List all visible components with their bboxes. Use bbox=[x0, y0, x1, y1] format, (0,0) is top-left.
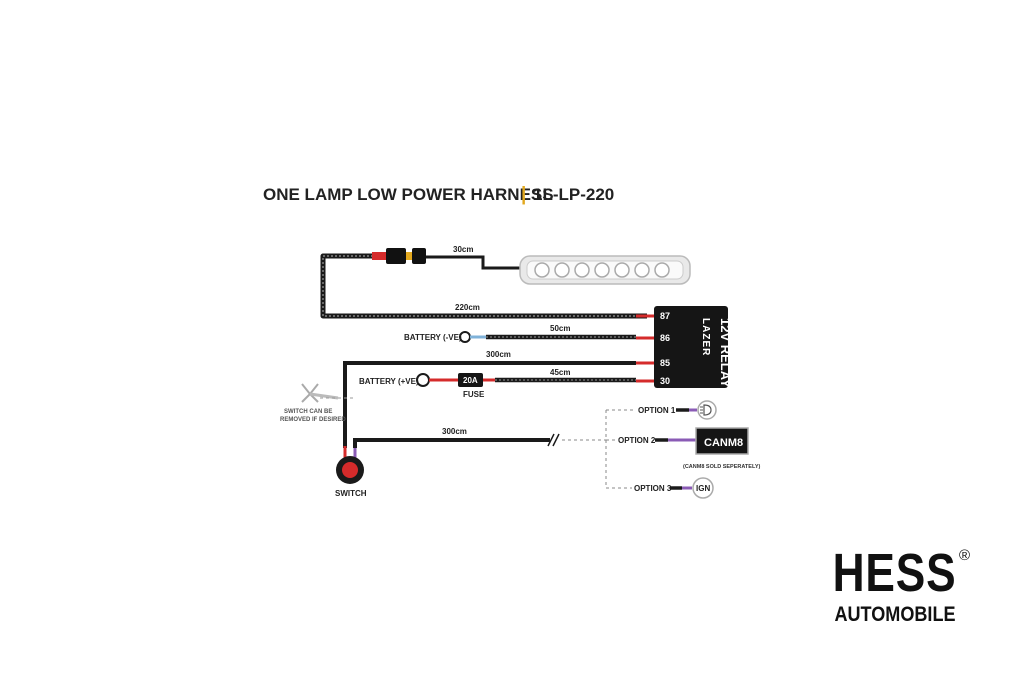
relay-brand: LAZER bbox=[700, 318, 711, 356]
title-separator: | bbox=[521, 184, 526, 205]
ignition-text: IGN bbox=[696, 484, 710, 493]
switch-trigger-wire bbox=[353, 433, 606, 448]
registered-mark: ® bbox=[958, 547, 970, 564]
relay-pin-85: 85 bbox=[660, 358, 670, 368]
switch-label: SWITCH bbox=[335, 489, 367, 498]
ignition-icon: IGN bbox=[692, 477, 714, 499]
cut-connector-icon bbox=[301, 383, 355, 403]
option-branches bbox=[605, 409, 636, 489]
option-3-label: OPTION 3 bbox=[634, 484, 672, 493]
relay-label: 12V RELAY bbox=[718, 318, 733, 388]
connector-plug bbox=[372, 248, 426, 264]
relay-85-wire bbox=[343, 361, 636, 448]
fuse-label: FUSE bbox=[463, 390, 485, 399]
length-battery-positive: 45cm bbox=[550, 368, 570, 377]
switch-note-line1: SWITCH CAN BE bbox=[284, 409, 332, 415]
relay-pin-30: 30 bbox=[660, 376, 670, 386]
length-relay-87: 220cm bbox=[455, 303, 480, 312]
headlight-icon bbox=[697, 400, 717, 420]
length-relay-85: 300cm bbox=[486, 350, 511, 359]
length-switch-trigger: 300cm bbox=[442, 427, 467, 436]
battery-negative-label: BATTERY (-VE) bbox=[404, 333, 462, 342]
relay-unit: LAZER 12V RELAY 87 86 85 30 bbox=[654, 306, 733, 388]
brand-logo: HESS ® AUTOMOBILE bbox=[800, 545, 990, 627]
canm8-note: (CANM8 SOLD SEPERATELY) bbox=[683, 464, 760, 470]
relay-pin-86: 86 bbox=[660, 333, 670, 343]
brand-subtitle: AUTOMOBILE bbox=[834, 603, 956, 626]
lamp-lead-wire bbox=[320, 253, 647, 319]
diagram-title: ONE LAMP LOW POWER HARNESS bbox=[263, 185, 554, 204]
led-light-bar bbox=[519, 255, 691, 285]
fuse-rating: 20A bbox=[463, 376, 478, 385]
canm8-module: CANM8 bbox=[695, 427, 749, 455]
relay-pin-87: 87 bbox=[660, 311, 670, 321]
option-2-label: OPTION 2 bbox=[618, 436, 656, 445]
fuse-holder: 20A bbox=[458, 373, 483, 387]
brand-name: HESS bbox=[833, 543, 957, 603]
battery-positive-wire bbox=[416, 373, 636, 387]
length-lamp-lead: 30cm bbox=[453, 245, 473, 254]
switch-note-line2: REMOVED IF DESIRED bbox=[280, 417, 346, 423]
part-code: 1L-LP-220 bbox=[533, 185, 614, 204]
canm8-device-name: CANM8 bbox=[704, 437, 743, 449]
option-1-label: OPTION 1 bbox=[638, 406, 676, 415]
battery-negative-wire bbox=[459, 331, 636, 343]
length-battery-negative: 50cm bbox=[550, 324, 570, 333]
battery-positive-label: BATTERY (+VE) bbox=[359, 377, 419, 386]
rocker-switch bbox=[336, 446, 364, 484]
